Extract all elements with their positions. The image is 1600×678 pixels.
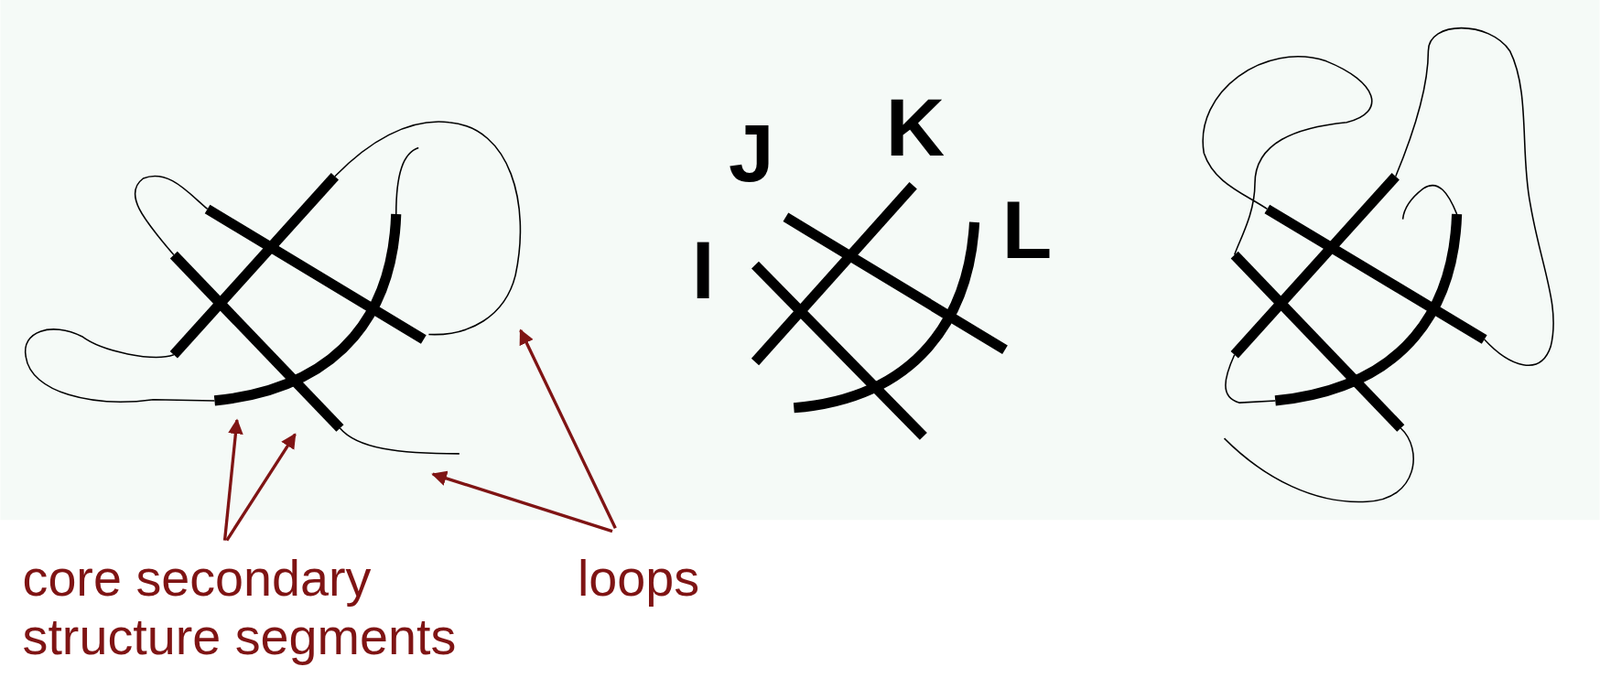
segment-letter: K xyxy=(886,86,945,169)
segment-letter: I xyxy=(691,229,715,312)
segment-letter: J xyxy=(728,112,775,195)
loop-lines xyxy=(1202,28,1554,503)
loop-lines xyxy=(25,121,521,455)
callout-label: core secondary structure segments xyxy=(22,549,554,667)
leader-arrows xyxy=(225,330,617,541)
right-fold xyxy=(1202,28,1554,503)
panel-ground xyxy=(0,0,1600,520)
secondary-segments xyxy=(173,176,424,429)
segment-letter: L xyxy=(1002,189,1052,271)
callout-label: loops xyxy=(577,549,700,608)
left-fold xyxy=(25,121,521,455)
secondary-segments xyxy=(1234,176,1485,429)
core-segments xyxy=(755,185,1006,437)
